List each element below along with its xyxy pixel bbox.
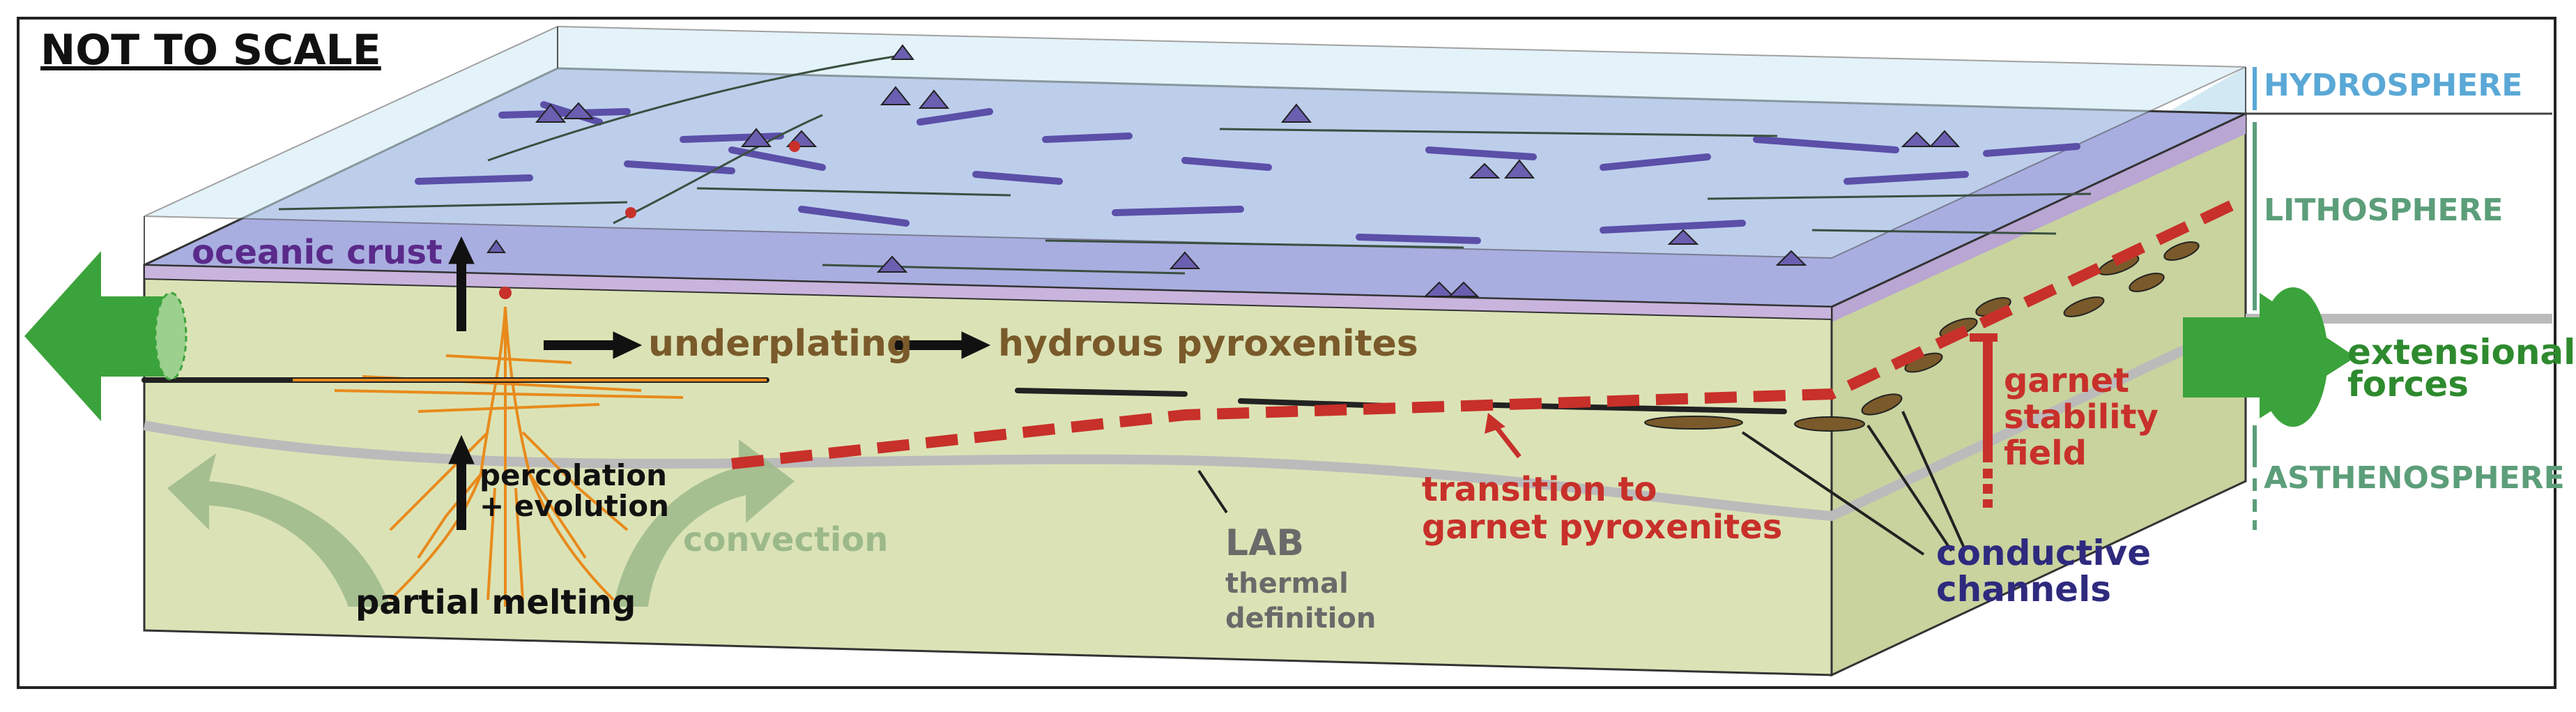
label-oceanic-crust: oceanic crust bbox=[192, 233, 443, 272]
right-force-arrow-icon bbox=[2183, 287, 2356, 427]
flow-arrows bbox=[448, 236, 991, 530]
label-conductive: conductive bbox=[1936, 533, 2151, 573]
label-lab-definition: definition bbox=[1225, 603, 1376, 635]
left-force-arrow-icon bbox=[24, 251, 187, 421]
figure-frame bbox=[17, 17, 2556, 689]
label-transition-2: garnet pyroxenites bbox=[1422, 508, 1782, 547]
pointer-lines bbox=[1197, 411, 1967, 556]
lab-thermal-boundary bbox=[143, 316, 2248, 522]
label-hydrosphere: HYDROSPHERE bbox=[2264, 68, 2522, 103]
block-side-face-crust bbox=[1832, 114, 2246, 322]
seafloor-rift-patterns bbox=[415, 101, 2080, 244]
label-stability: stability bbox=[2004, 397, 2159, 437]
label-transition-1: transition to bbox=[1422, 470, 1657, 509]
label-lab: LAB bbox=[1225, 522, 1304, 564]
transition-pointer-arrow bbox=[1485, 413, 1521, 459]
label-underplating: underplating bbox=[648, 323, 912, 365]
label-forces: forces bbox=[2347, 364, 2469, 404]
oceanic-crust-band bbox=[144, 264, 1832, 321]
label-field: field bbox=[2004, 434, 2087, 473]
label-asthenosphere: ASTHENOSPHERE bbox=[2264, 460, 2565, 496]
label-convection: convection bbox=[683, 520, 888, 559]
label-hydrous-pyroxenites: hydrous pyroxenites bbox=[998, 323, 1418, 365]
label-garnet: garnet bbox=[2004, 361, 2129, 400]
hydrosphere-bar bbox=[2253, 67, 2257, 110]
title-not-to-scale: NOT TO SCALE bbox=[40, 26, 381, 75]
label-evolution: + evolution bbox=[480, 489, 669, 523]
label-lab-thermal: thermal bbox=[1225, 568, 1349, 600]
partial-melting-network bbox=[334, 306, 684, 607]
garnet-stability-bar bbox=[1970, 333, 1998, 508]
convection-arrows bbox=[167, 439, 795, 607]
asthenosphere-bar bbox=[2253, 425, 2257, 530]
garnet-transition-line bbox=[731, 193, 2248, 469]
label-lithosphere: LITHOSPHERE bbox=[2264, 192, 2503, 228]
label-percolation: percolation bbox=[480, 458, 667, 492]
seamounts bbox=[486, 44, 1961, 297]
conductive-channels bbox=[1644, 241, 2200, 432]
melt-pockets bbox=[499, 141, 800, 299]
label-partial-melting: partial melting bbox=[355, 583, 636, 622]
label-channels: channels bbox=[1936, 569, 2111, 609]
lithosphere-bar bbox=[2253, 122, 2257, 310]
label-extensional: extensional bbox=[2347, 332, 2575, 372]
